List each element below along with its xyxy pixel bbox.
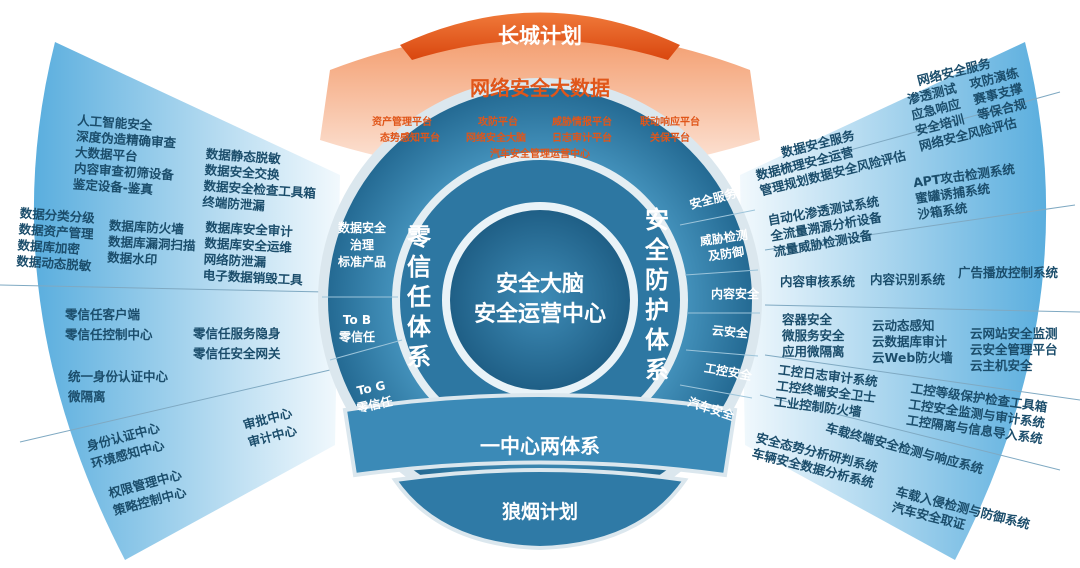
list-item: 广告播放控制系统 [958, 265, 1059, 280]
list-item: 云主机安全 [970, 358, 1033, 373]
list-item: 云数据库审计 [872, 334, 948, 349]
left-group: 数据库安全审计数据库安全运维网络防泄漏电子数据销毁工具 [202, 219, 305, 288]
list-item: 零信任客户端 [65, 307, 141, 322]
platform-item: 威胁情报平台 [552, 117, 612, 128]
sector-to-b[interactable]: To B 零信任 [338, 313, 375, 344]
platform-item: 关保平台 [650, 133, 690, 144]
right-group: 云动态感知云数据库审计云Web防火墙 [872, 318, 953, 366]
center-line-1: 安全大脑 [495, 272, 584, 297]
left-group: 统一身份认证中心微隔离 [68, 367, 168, 407]
right-fan [740, 42, 1047, 560]
list-item: 内容审核系统 [780, 274, 856, 289]
left-group: 数据分类分级数据资产管理数据库加密数据动态脱敏 [16, 205, 95, 274]
center-line-2: 安全运营中心 [473, 302, 606, 327]
list-item: 内容识别系统 [870, 272, 946, 287]
list-item: 云动态感知 [872, 318, 935, 333]
sector-data-governance[interactable]: 数据安全 治理 标准产品 [337, 221, 386, 269]
right-group: 云网站安全监测云安全管理平台云主机安全 [970, 326, 1058, 374]
wolf-smoke-plan-title: 狼烟计划 [501, 501, 578, 523]
list-item: 微隔离 [68, 389, 106, 404]
big-data-title: 网络安全大数据 [470, 76, 610, 100]
one-center-two-systems: 一中心两体系 [480, 434, 600, 458]
left-group: 数据静态脱敏数据安全交换数据安全检查工具箱终端防泄漏 [202, 146, 319, 218]
left-group: 零信任服务隐身零信任安全网关 [193, 324, 281, 364]
left-group: 数据库防火墙数据库漏洞扫描数据水印 [107, 218, 197, 271]
sector-content-security[interactable]: 内容安全 [710, 287, 759, 301]
zero-trust-system-title: 零信任体系 [407, 223, 431, 371]
right-group: 容器安全微服务安全应用微隔离 [782, 312, 845, 360]
list-item: 统一身份认证中心 [68, 369, 169, 384]
left-group: 人工智能安全深度伪造精确审查大数据平台内容审查初筛设备鉴定设备-鉴真 [72, 113, 177, 200]
list-item: 云安全管理平台 [970, 342, 1058, 357]
list-item: 云Web防火墙 [872, 350, 953, 365]
platform-item: 汽车安全管理运营中心 [490, 149, 590, 160]
platform-item: 联动响应平台 [640, 117, 700, 128]
platform-item: 态势感知平台 [380, 133, 440, 144]
list-item: 云网站安全监测 [970, 326, 1058, 341]
list-item: 应用微隔离 [782, 344, 845, 359]
platform-item: 攻防平台 [478, 117, 518, 128]
list-item: 零信任服务隐身 [193, 326, 281, 341]
platform-item: 日志审计平台 [552, 133, 612, 144]
platform-item: 资产管理平台 [372, 117, 432, 128]
platform-item: 网络安全大脑 [466, 133, 526, 144]
list-item: 零信任控制中心 [65, 327, 153, 342]
list-item: 零信任安全网关 [193, 346, 281, 361]
plan-arch [400, 12, 680, 60]
great-wall-plan-title: 长城计划 [498, 24, 582, 48]
center-title: 安全大脑 安全运营中心 [450, 270, 630, 330]
protection-system-title: 安全防护体系 [645, 206, 669, 384]
list-item: 容器安全 [782, 312, 833, 327]
list-item: 微服务安全 [782, 328, 845, 343]
left-fan [33, 42, 340, 560]
left-group: 零信任客户端零信任控制中心 [65, 305, 153, 345]
